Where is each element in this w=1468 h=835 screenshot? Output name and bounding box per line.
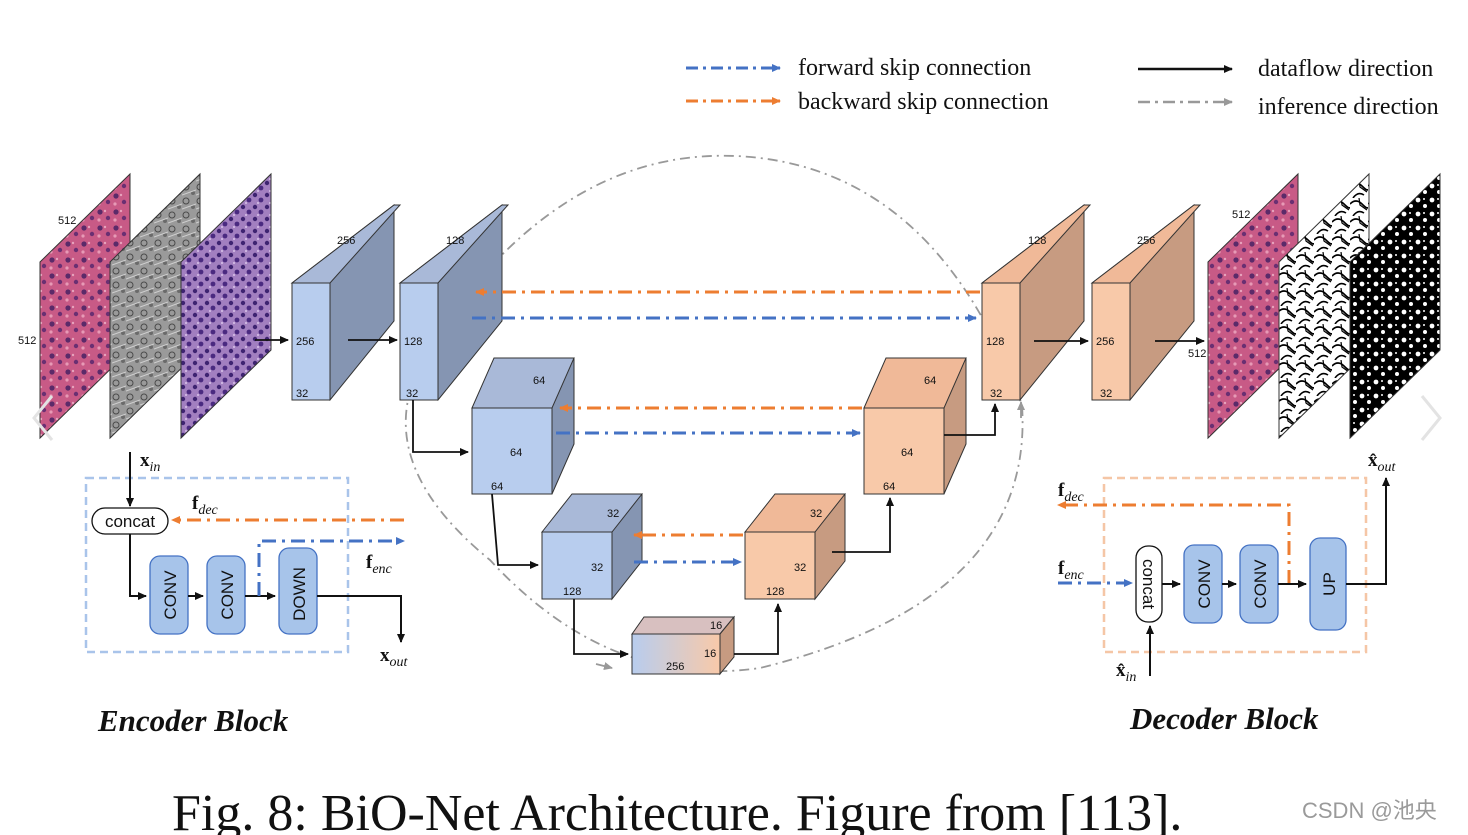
output-images: 512 512 bbox=[1188, 172, 1441, 440]
dec4-front-label: 32 bbox=[794, 562, 806, 574]
prev-slide-button[interactable] bbox=[22, 388, 62, 450]
enc4-front-label: 32 bbox=[591, 562, 603, 574]
legend-dataflow-label: dataflow direction bbox=[1258, 56, 1433, 82]
dec3-top-label: 64 bbox=[924, 375, 936, 387]
legend: forward skip connection backward skip co… bbox=[686, 55, 1439, 120]
enc2-ch-label: 32 bbox=[406, 388, 418, 400]
watermark: CSDN @池央 bbox=[1302, 798, 1437, 823]
enc-x-out-label: xout bbox=[380, 645, 409, 670]
next-slide-button[interactable] bbox=[1412, 388, 1452, 450]
dec2-top-label: 128 bbox=[1028, 235, 1046, 247]
output-image-mask bbox=[1349, 172, 1441, 440]
dec-x-hat-in-label: x̂in bbox=[1116, 660, 1136, 685]
dec4-ch-label: 128 bbox=[766, 586, 784, 598]
enc1-ch-label: 32 bbox=[296, 388, 308, 400]
dec4-top-label: 32 bbox=[810, 508, 822, 520]
enc2-front-label: 128 bbox=[404, 336, 422, 348]
enc-conv2-label: CONV bbox=[218, 570, 237, 620]
enc2-top-label: 128 bbox=[446, 235, 464, 247]
dec-concat-label: concat bbox=[1139, 559, 1158, 609]
forward-skips bbox=[472, 314, 977, 566]
legend-backward-label: backward skip connection bbox=[798, 89, 1049, 115]
enc-f-dec-label: fdec bbox=[192, 493, 219, 518]
bottleneck-ch-label: 256 bbox=[666, 661, 684, 673]
dec2-front-label: 128 bbox=[986, 336, 1004, 348]
output-height-label: 512 bbox=[1188, 348, 1206, 360]
bottleneck-side-label: 16 bbox=[704, 648, 716, 660]
dec-f-enc-label: fenc bbox=[1058, 558, 1085, 583]
encoder-block-detail: xin concat fdec CONV CONV fenc DOWN xout… bbox=[84, 450, 409, 738]
enc4-ch-label: 128 bbox=[563, 586, 581, 598]
enc4-top-label: 32 bbox=[607, 508, 619, 520]
chevron-right-icon bbox=[1420, 395, 1442, 441]
encoder-level1-cube: 256 256 32 bbox=[290, 203, 402, 402]
bottleneck-cube: 16 16 256 bbox=[631, 615, 736, 676]
enc1-top-label: 256 bbox=[337, 235, 355, 247]
encoder-level2-cube: 128 128 32 bbox=[398, 203, 510, 402]
dec1-top-label: 256 bbox=[1137, 235, 1155, 247]
dec1-ch-label: 32 bbox=[1100, 388, 1112, 400]
legend-inference-label: inference direction bbox=[1258, 94, 1439, 120]
enc-down-node bbox=[278, 547, 318, 635]
output-width-label: 512 bbox=[1232, 209, 1250, 221]
input-height-label: 512 bbox=[18, 335, 36, 347]
dec-f-dec-label: fdec bbox=[1058, 480, 1085, 505]
legend-forward-label: forward skip connection bbox=[798, 55, 1031, 81]
encoder-level4-cube: 32 32 128 bbox=[540, 493, 644, 601]
enc3-ch-label: 64 bbox=[491, 481, 503, 493]
chevron-left-icon bbox=[32, 395, 54, 441]
enc-concat-label: concat bbox=[105, 512, 155, 531]
enc-down-label: DOWN bbox=[290, 567, 309, 621]
decoder-level4-cube: 32 32 128 bbox=[743, 493, 847, 601]
enc-f-enc-label: fenc bbox=[366, 552, 393, 577]
dec-up-label: UP bbox=[1320, 572, 1339, 596]
dec-conv1-label: CONV bbox=[1195, 559, 1214, 609]
decoder-level1-cube: 256 256 32 bbox=[1090, 203, 1202, 402]
inference-arc bbox=[404, 154, 1024, 673]
input-images: 512 512 bbox=[18, 172, 272, 440]
dec1-front-label: 256 bbox=[1096, 336, 1114, 348]
enc3-front-label: 64 bbox=[510, 447, 522, 459]
enc-x-in-label: xin bbox=[140, 450, 160, 475]
enc3-top-label: 64 bbox=[533, 375, 545, 387]
decoder-block-detail: x̂out fdec fenc concat x̂in CONV CONV UP… bbox=[1057, 450, 1397, 736]
bottleneck-top-label: 16 bbox=[710, 620, 722, 632]
dec3-front-label: 64 bbox=[901, 447, 913, 459]
encoder-block-title: Encoder Block bbox=[97, 703, 289, 738]
inference-arrow-bottom bbox=[595, 662, 613, 670]
dec-x-hat-out-label: x̂out bbox=[1368, 450, 1397, 475]
decoder-level2-cube: 128 128 32 bbox=[980, 203, 1092, 402]
dataflow-arrows bbox=[255, 336, 1205, 658]
encoder-level3-cube: 64 64 64 bbox=[471, 357, 575, 495]
dec3-ch-label: 64 bbox=[883, 481, 895, 493]
dec2-ch-label: 32 bbox=[990, 388, 1002, 400]
backward-skips bbox=[475, 288, 980, 539]
decoder-level3-cube: 64 64 64 bbox=[863, 357, 967, 495]
dec-conv2-label: CONV bbox=[1251, 559, 1270, 609]
enc-conv1-label: CONV bbox=[161, 570, 180, 620]
input-image-nuclei bbox=[180, 172, 272, 440]
decoder-block-title: Decoder Block bbox=[1129, 701, 1319, 736]
input-width-label: 512 bbox=[58, 215, 76, 227]
enc1-front-label: 256 bbox=[296, 336, 314, 348]
figure-caption: Fig. 8: BiO-Net Architecture. Figure fro… bbox=[172, 785, 1182, 835]
